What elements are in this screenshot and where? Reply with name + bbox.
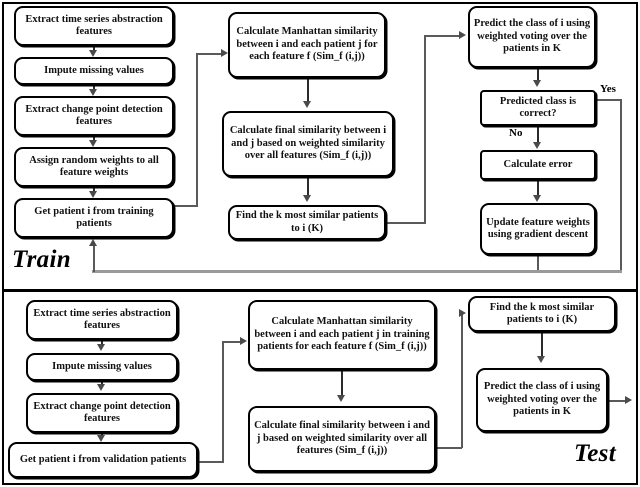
- node-train-final-similarity[interactable]: Calculate final similarity between i and…: [222, 111, 394, 177]
- arrowhead-train-predict-in: [459, 31, 466, 39]
- arrowhead-train-loop-back: [89, 239, 97, 246]
- node-train-predict-class[interactable]: Predict the class of i using weighted vo…: [468, 6, 596, 68]
- conn-train-feedback-up: [93, 244, 95, 272]
- node-train-find-knn[interactable]: Find the k most similar patients to i (K…: [228, 205, 386, 240]
- node-train-changepoint[interactable]: Extract change point detection features: [14, 96, 174, 136]
- node-test-changepoint[interactable]: Extract change point detection features: [26, 393, 178, 433]
- arrowhead-test-r1: [537, 356, 545, 363]
- section-label-train: Train: [12, 246, 71, 273]
- train-test-divider: [2, 289, 638, 292]
- conn-train-feedback-bar: [92, 270, 538, 273]
- conn-train-m2: [307, 177, 309, 198]
- node-test-get-patient[interactable]: Get patient i from validation patients: [8, 442, 198, 478]
- node-test-find-knn[interactable]: Find the k most similar patients to i (K…: [468, 296, 616, 332]
- arrowhead-train-m2: [303, 195, 311, 202]
- arrowhead-train-l4: [89, 191, 97, 198]
- conn-train-knn-in: [424, 35, 462, 37]
- node-train-extract-timeseries[interactable]: Extract time series abstraction features: [14, 6, 174, 46]
- node-train-calculate-error[interactable]: Calculate error: [480, 150, 596, 180]
- conn-train-l3: [93, 136, 95, 142]
- arrowhead-test-l3: [97, 435, 105, 442]
- arrowhead-train-l1: [89, 50, 97, 57]
- section-label-test: Test: [574, 440, 616, 467]
- conn-test-gp-up: [222, 341, 224, 462]
- arrowhead-test-l2: [97, 384, 105, 391]
- conn-train-r1: [537, 68, 539, 83]
- conn-train-gp-in: [196, 53, 224, 55]
- arrowhead-train-manhattan-in: [221, 49, 228, 57]
- conn-train-knn-up: [424, 35, 426, 223]
- node-train-impute[interactable]: Impute missing values: [14, 57, 174, 85]
- arrowhead-test-manhattan-in: [240, 337, 247, 345]
- node-train-get-patient[interactable]: Get patient i from training patients: [14, 198, 174, 238]
- conn-train-update-down: [537, 255, 539, 272]
- conn-train-yes-down: [620, 99, 622, 272]
- conn-train-gp-up: [196, 53, 198, 206]
- conn-test-output: [608, 400, 628, 402]
- edge-label-no: No: [509, 127, 523, 139]
- conn-train-knn-out: [386, 222, 426, 224]
- node-test-extract-timeseries[interactable]: Extract time series abstraction features: [26, 300, 178, 340]
- arrowhead-train-r3: [533, 195, 541, 202]
- conn-train-yes-out: [596, 99, 622, 101]
- conn-train-m1: [307, 78, 309, 104]
- node-train-manhattan-similarity[interactable]: Calculate Manhattan similarity between i…: [228, 12, 386, 78]
- conn-test-m1: [341, 370, 343, 398]
- conn-train-l2: [93, 85, 95, 91]
- arrowhead-test-l1: [97, 344, 105, 351]
- node-test-final-similarity[interactable]: Calculate final similarity between i and…: [248, 406, 436, 472]
- conn-test-gp-in: [222, 341, 242, 343]
- conn-test-r1: [541, 332, 543, 358]
- conn-test-fs-out: [436, 447, 462, 449]
- arrowhead-train-l3: [89, 140, 97, 147]
- node-test-manhattan-similarity[interactable]: Calculate Manhattan similarity between i…: [248, 300, 436, 370]
- conn-test-l2: [101, 381, 103, 386]
- arrowhead-test-m1: [337, 395, 345, 402]
- conn-test-l1: [101, 340, 103, 346]
- conn-train-l4: [93, 187, 95, 193]
- arrowhead-train-l2: [89, 89, 97, 96]
- conn-test-fs-up: [461, 313, 463, 448]
- arrowhead-train-r1: [533, 80, 541, 87]
- node-train-random-weights[interactable]: Assign random weights to all feature wei…: [14, 147, 174, 187]
- node-test-predict-class[interactable]: Predict the class of i using weighted vo…: [476, 368, 608, 432]
- node-train-decision-correct[interactable]: Predicted class is correct?: [480, 90, 596, 126]
- conn-train-yes-join: [538, 270, 622, 273]
- node-test-impute[interactable]: Impute missing values: [26, 353, 178, 381]
- conn-test-gp-out: [198, 461, 224, 463]
- edge-label-yes: Yes: [600, 83, 616, 95]
- conn-train-r2-no: [537, 126, 539, 144]
- arrowhead-test-output: [625, 396, 632, 404]
- arrowhead-train-r2: [533, 142, 541, 149]
- conn-train-r3: [537, 180, 539, 197]
- conn-train-l1: [93, 46, 95, 52]
- node-train-update-weights[interactable]: Update feature weights using gradient de…: [480, 203, 596, 255]
- arrowhead-train-m1: [303, 101, 311, 108]
- conn-train-gp-out: [174, 205, 198, 207]
- arrowhead-test-knn-in: [459, 309, 466, 317]
